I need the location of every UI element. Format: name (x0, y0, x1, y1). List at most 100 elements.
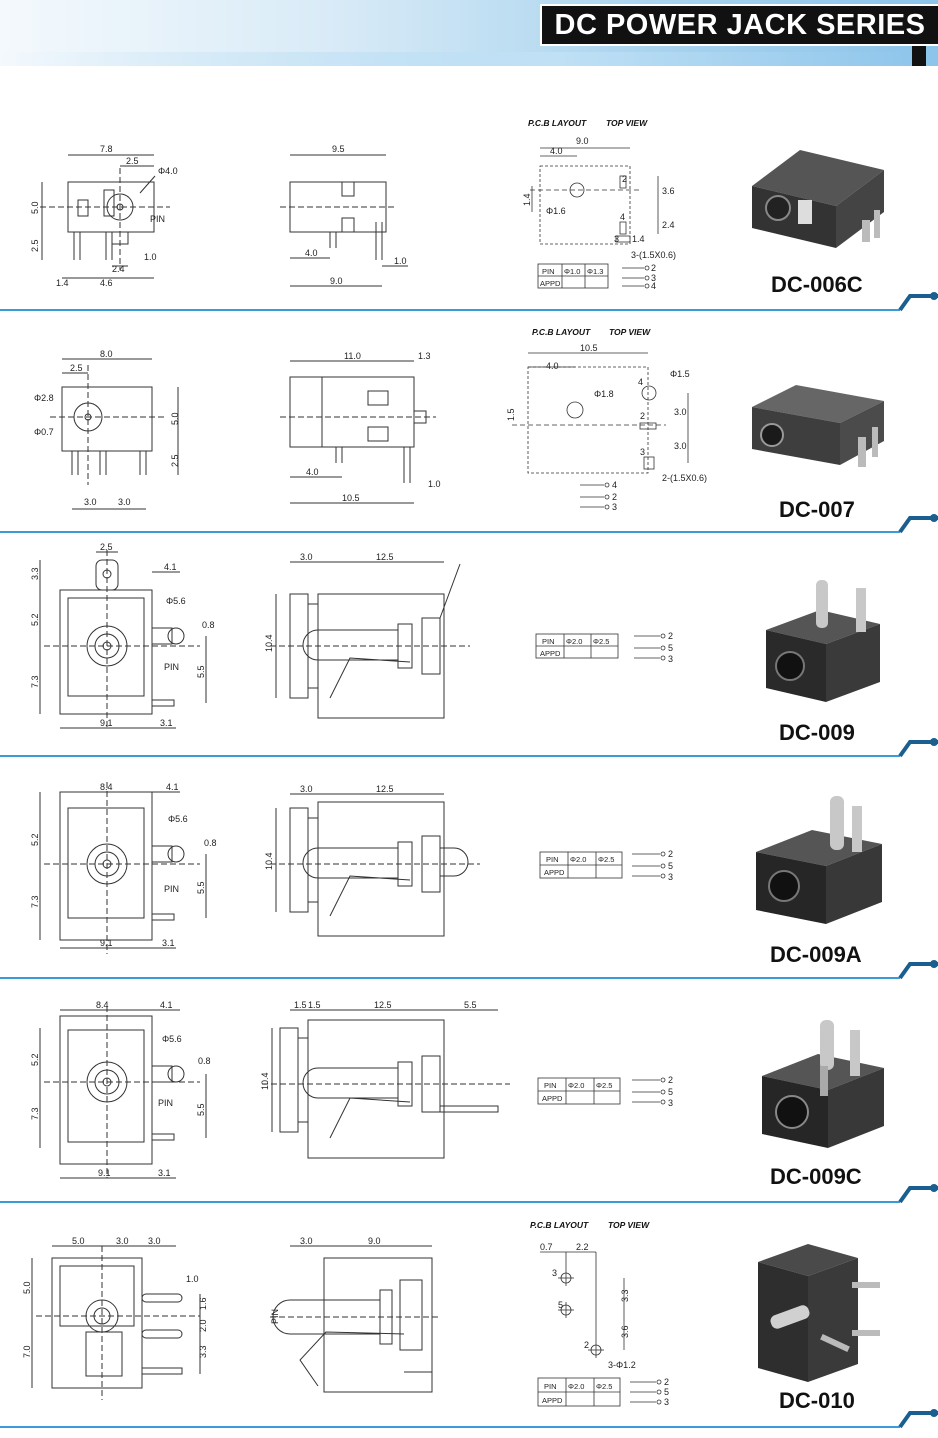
dim-text: 2.5 (70, 363, 83, 373)
table-pin-header: PIN (544, 1382, 557, 1391)
table-appd-header: APPD (544, 868, 565, 877)
dim-text: 3.1 (162, 938, 175, 948)
dim-text: 3.0 (118, 497, 131, 507)
title-tab-decoration (912, 46, 926, 66)
dim-text: 0.8 (198, 1056, 211, 1066)
dim-text: Φ5.6 (168, 814, 188, 824)
pin-number: 5 (558, 1300, 563, 1310)
dim-text: 3.0 (148, 1236, 161, 1246)
dim-text: 4.0 (550, 146, 563, 156)
dim-text: 3.6 (662, 186, 675, 196)
dim-text: 5.5 (196, 881, 206, 894)
dim-text: 0.8 (204, 838, 217, 848)
dim-text: 12.5 (376, 784, 394, 794)
table-cell: Φ2.5 (596, 1382, 612, 1391)
product-photo-dc-009a (756, 796, 882, 924)
dim-text: 12.5 (376, 552, 394, 562)
dim-text: 7.3 (30, 675, 40, 688)
dim-text: 5.0 (72, 1236, 85, 1246)
dim-text: 10.5 (580, 343, 598, 353)
dim-text: 3.1 (158, 1168, 171, 1178)
pin-number: 3 (668, 1098, 673, 1108)
dim-text: 0.8 (202, 620, 215, 630)
dim-text: 3.0 (674, 441, 687, 451)
model-label: DC-010 (779, 1388, 855, 1413)
table-cell: Φ2.0 (568, 1081, 584, 1090)
table-pin-header: PIN (544, 1081, 557, 1090)
dim-text: 9.0 (576, 136, 589, 146)
pin-number: 3 (664, 1397, 669, 1407)
dim-text: 10.4 (260, 1072, 270, 1090)
dim-text: 5.2 (30, 613, 40, 626)
dim-text: 3.0 (674, 407, 687, 417)
table-cell: Φ1.3 (587, 267, 603, 276)
dim-text: 10.5 (342, 493, 360, 503)
dim-text: 2.5 (100, 542, 113, 552)
product-photo-dc-007 (752, 385, 884, 467)
pcb-view-title: TOP VIEW (606, 118, 648, 128)
row-divider (0, 514, 938, 534)
dim-text: 1.4 (56, 278, 69, 288)
dim-text: Φ5.6 (162, 1034, 182, 1044)
pcb-layout-title: P.C.B LAYOUT (528, 118, 587, 128)
product-row-dc-006c: 7.8 2.5 Φ4.0 PIN 5.0 2.5 1.0 2.4 1.4 4.6… (0, 90, 938, 310)
dim-text: 2.4 (112, 264, 125, 274)
pcb-layout-title: P.C.B LAYOUT (530, 1220, 589, 1230)
pin-number: 5 (668, 861, 673, 871)
pin-number: 2 (622, 174, 627, 184)
product-row-dc-007: 8.0 2.5 Φ2.8 Φ0.7 5.0 2.5 3.0 3.0 11.0 1… (0, 315, 938, 535)
table-appd-header: APPD (540, 279, 561, 288)
dim-text: 3.0 (300, 784, 313, 794)
pin-number: 3 (668, 654, 673, 664)
dim-text: Φ1.6 (546, 206, 566, 216)
dim-text: 4.6 (100, 278, 113, 288)
pin-number: 5 (668, 1087, 673, 1097)
drawing-dc-007: 8.0 2.5 Φ2.8 Φ0.7 5.0 2.5 3.0 3.0 11.0 1… (34, 327, 884, 512)
dim-text: 3.0 (300, 552, 313, 562)
pin-number: 4 (651, 281, 656, 291)
table-cell: Φ2.0 (566, 637, 582, 646)
pcb-view-title: TOP VIEW (609, 327, 651, 337)
dim-text: 9.1 (98, 1168, 111, 1178)
pin-number: 5 (664, 1387, 669, 1397)
dim-text: 8.0 (100, 349, 113, 359)
dim-text: 0.7 (540, 1242, 553, 1252)
table-appd-header: APPD (542, 1396, 563, 1405)
dim-text: 3.0 (84, 497, 97, 507)
dim-text: 4.0 (305, 248, 318, 258)
table-cell: Φ1.0 (564, 267, 580, 276)
row-divider (0, 960, 938, 980)
model-label: DC-009A (770, 942, 862, 967)
table-cell: Φ2.5 (593, 637, 609, 646)
dim-text: 7.0 (22, 1345, 32, 1358)
dim-text: 3.3 (198, 1345, 208, 1358)
dim-text: 12.5 (374, 1000, 392, 1010)
product-photo-dc-009 (766, 580, 880, 702)
drawing-dc-009: 2.5 4.1 3.3 Φ5.6 5.2 0.8 PIN 7.3 5.5 9.1… (30, 542, 880, 729)
dim-text: 1.0 (186, 1274, 199, 1284)
table-pin-header: PIN (542, 267, 555, 276)
pin-callout: PIN (164, 662, 179, 672)
table-pin-header: PIN (546, 855, 559, 864)
row-divider (0, 292, 938, 312)
dim-text: 1.4 (632, 234, 645, 244)
table-cell: Φ2.0 (570, 855, 586, 864)
dim-text: Φ5.6 (166, 596, 186, 606)
dim-text: 10.4 (264, 634, 274, 652)
dim-text: 5.0 (170, 412, 180, 425)
pin-number: 3 (640, 447, 645, 457)
dim-text: 9.0 (368, 1236, 381, 1246)
dim-text: 7.3 (30, 1107, 40, 1120)
pin-callout: PIN (158, 1098, 173, 1108)
dim-text: 9.1 (100, 718, 113, 728)
dim-text: 5.5 (196, 665, 206, 678)
pin-number: 3 (651, 273, 656, 283)
dim-text: 3-(1.5X0.6) (631, 250, 676, 260)
row-divider (0, 1184, 938, 1204)
dim-text: 9.5 (332, 144, 345, 154)
product-row-dc-009a: 8.4 4.1 Φ5.6 5.2 0.8 PIN 7.3 5.5 9.1 3.1… (0, 762, 938, 982)
table-cell: Φ2.5 (596, 1081, 612, 1090)
page-title: DC POWER JACK SERIES (540, 4, 938, 46)
dim-text: 2.5 (30, 239, 40, 252)
dim-text: 4.1 (166, 782, 179, 792)
